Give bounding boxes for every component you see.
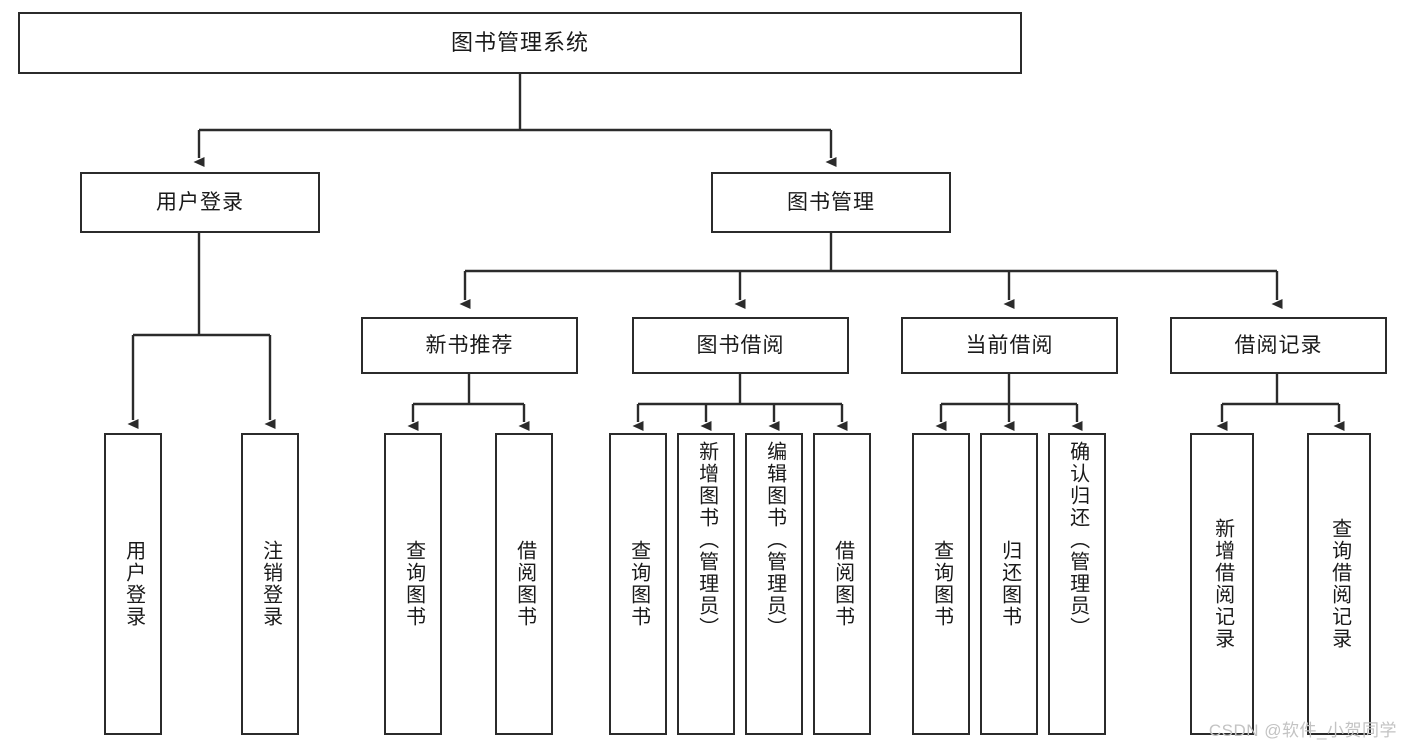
- node-user-login[interactable]: 用户登录: [80, 172, 320, 233]
- node-new-book-recommend-label: 新书推荐: [425, 333, 514, 357]
- node-leaf-query-book-3[interactable]: 查询图书: [912, 433, 970, 735]
- node-leaf-query-record[interactable]: 查询借阅记录: [1307, 433, 1371, 735]
- node-leaf-user-login-label: 用户登录: [122, 540, 145, 628]
- node-leaf-add-book[interactable]: 新增图书（管理员）: [677, 433, 735, 735]
- node-current-borrow[interactable]: 当前借阅: [901, 317, 1118, 374]
- node-borrow-record[interactable]: 借阅记录: [1170, 317, 1387, 374]
- node-leaf-confirm-return[interactable]: 确认归还（管理员）: [1048, 433, 1106, 735]
- node-book-borrow-label: 图书借阅: [696, 333, 785, 357]
- node-new-book-recommend[interactable]: 新书推荐: [361, 317, 578, 374]
- node-leaf-user-login[interactable]: 用户登录: [104, 433, 162, 735]
- node-borrow-record-label: 借阅记录: [1234, 333, 1323, 357]
- node-leaf-query-record-label: 查询借阅记录: [1328, 518, 1351, 650]
- node-leaf-return-book-label: 归还图书: [998, 540, 1021, 628]
- node-leaf-query-book-1[interactable]: 查询图书: [384, 433, 442, 735]
- node-root-label: 图书管理系统: [450, 29, 589, 55]
- node-book-manage[interactable]: 图书管理: [711, 172, 951, 233]
- node-book-manage-label: 图书管理: [787, 190, 875, 214]
- node-leaf-borrow-book-2-label: 借阅图书: [831, 540, 854, 628]
- node-leaf-borrow-book-1-label: 借阅图书: [513, 540, 536, 628]
- node-leaf-edit-book[interactable]: 编辑图书（管理员）: [745, 433, 803, 735]
- node-leaf-query-book-2-label: 查询图书: [627, 540, 650, 628]
- node-leaf-return-book[interactable]: 归还图书: [980, 433, 1038, 735]
- node-leaf-query-book-2[interactable]: 查询图书: [609, 433, 667, 735]
- node-leaf-query-book-1-label: 查询图书: [402, 540, 425, 628]
- node-leaf-add-book-label: 新增图书（管理员）: [695, 441, 718, 639]
- node-leaf-borrow-book-2[interactable]: 借阅图书: [813, 433, 871, 735]
- node-current-borrow-label: 当前借阅: [965, 333, 1054, 357]
- node-leaf-query-book-3-label: 查询图书: [930, 540, 953, 628]
- node-user-login-label: 用户登录: [156, 190, 244, 214]
- node-leaf-edit-book-label: 编辑图书（管理员）: [763, 441, 786, 639]
- node-leaf-add-record-label: 新增借阅记录: [1211, 518, 1234, 650]
- node-leaf-logout-login[interactable]: 注销登录: [241, 433, 299, 735]
- node-leaf-logout-login-label: 注销登录: [259, 540, 282, 628]
- node-root[interactable]: 图书管理系统: [18, 12, 1022, 74]
- node-leaf-add-record[interactable]: 新增借阅记录: [1190, 433, 1254, 735]
- node-leaf-confirm-return-label: 确认归还（管理员）: [1066, 441, 1089, 639]
- csdn-watermark: CSDN @软件_小贺同学: [1208, 721, 1397, 740]
- node-book-borrow[interactable]: 图书借阅: [632, 317, 849, 374]
- node-leaf-borrow-book-1[interactable]: 借阅图书: [495, 433, 553, 735]
